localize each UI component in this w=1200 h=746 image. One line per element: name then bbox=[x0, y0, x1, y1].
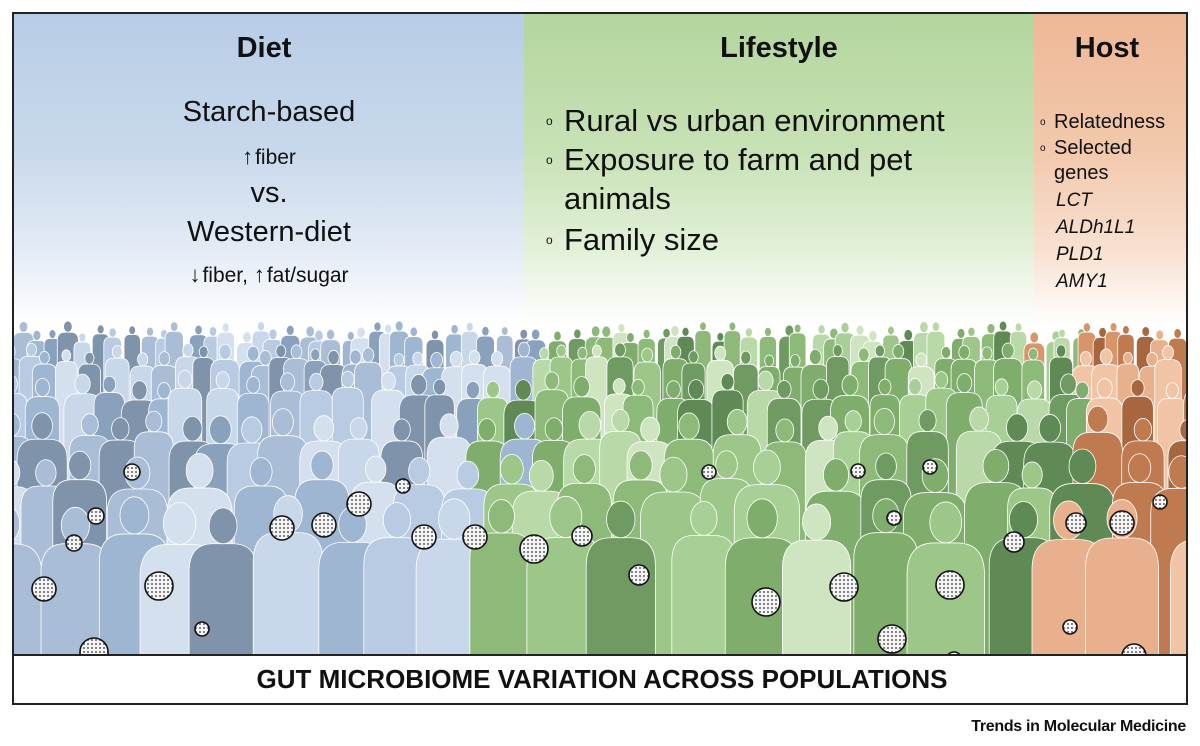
lifestyle-item: o Family size bbox=[546, 221, 720, 259]
diet-fiber-down-label: fiber, bbox=[202, 264, 248, 287]
microbe-circle-icon bbox=[411, 524, 437, 550]
gene-aldh1l1: ALDh1L1 bbox=[1056, 217, 1136, 238]
microbe-circle-icon bbox=[947, 651, 961, 654]
person-silhouette bbox=[469, 499, 534, 654]
gene-pld1: PLD1 bbox=[1056, 244, 1104, 265]
gene-amy1: AMY1 bbox=[1056, 271, 1108, 292]
microbe-circle-icon bbox=[1003, 531, 1025, 553]
crowd-illustration bbox=[14, 320, 1188, 654]
person-silhouette bbox=[1187, 351, 1188, 654]
person-silhouette bbox=[363, 502, 431, 654]
person-silhouette bbox=[40, 506, 111, 654]
microbe-circle-icon bbox=[311, 512, 337, 538]
lifestyle-item: o Exposure to farm and pet bbox=[546, 141, 913, 179]
microbe-circle-icon bbox=[123, 463, 141, 481]
host-item: o Selected bbox=[1040, 136, 1132, 161]
figure-caption: GUT MICROBIOME VARIATION ACROSS POPULATI… bbox=[14, 654, 1186, 703]
lifestyle-title: Lifestyle bbox=[720, 32, 838, 64]
microbe-circle-icon bbox=[31, 576, 57, 602]
person-silhouette bbox=[1170, 540, 1186, 654]
host-item: o Relatedness bbox=[1040, 110, 1166, 135]
host-item-continuation: genes bbox=[1054, 162, 1109, 184]
microbe-circle-icon bbox=[65, 534, 83, 552]
microbe-circle-icon bbox=[829, 572, 859, 602]
down-arrow-icon: ↓ bbox=[189, 262, 201, 287]
gene-lct: LCT bbox=[1056, 190, 1092, 211]
microbe-circle-icon bbox=[922, 459, 938, 475]
microbe-circle-icon bbox=[1062, 619, 1078, 635]
lifestyle-item-label: Rural vs urban environment bbox=[564, 103, 945, 138]
lifestyle-item-continuation: animals bbox=[564, 181, 671, 216]
microbe-circle-icon bbox=[87, 507, 105, 525]
diet-title: Diet bbox=[236, 32, 292, 64]
diet-fiber-label: fiber bbox=[255, 146, 296, 169]
microbe-circle-icon bbox=[571, 525, 593, 547]
person-silhouette bbox=[671, 500, 737, 654]
host-item-label: Relatedness bbox=[1054, 111, 1166, 133]
microbe-circle-icon bbox=[462, 524, 488, 550]
host-title: Host bbox=[1074, 32, 1140, 64]
microbe-circle-icon bbox=[877, 624, 907, 654]
bullet-icon: o bbox=[1040, 143, 1046, 154]
person-silhouette bbox=[1187, 327, 1188, 654]
crowd-people bbox=[14, 320, 1188, 654]
diet-panel: Diet Starch-based ↑fiber vs. Western-die… bbox=[14, 14, 524, 326]
microbe-circle-icon bbox=[701, 464, 717, 480]
bullet-icon: o bbox=[546, 153, 553, 167]
diet-fiber-fat: ↓fiber, ↑fat/sugar bbox=[14, 262, 524, 288]
microbe-circle-icon bbox=[79, 637, 109, 654]
microbe-circle-icon bbox=[144, 571, 174, 601]
microbe-circle-icon bbox=[886, 510, 902, 526]
journal-credit: Trends in Molecular Medicine bbox=[971, 718, 1186, 735]
diet-fiber-up: ↑fiber bbox=[14, 144, 524, 170]
figure-frame: Diet Starch-based ↑fiber vs. Western-die… bbox=[12, 12, 1188, 705]
bullet-icon: o bbox=[1040, 117, 1046, 128]
diet-vs: vs. bbox=[250, 177, 288, 209]
bullet-icon: o bbox=[546, 233, 553, 247]
microbiome-circles bbox=[31, 459, 1168, 654]
diet-starch-based: Starch-based bbox=[182, 96, 356, 128]
microbe-circle-icon bbox=[1121, 643, 1147, 654]
microbe-circle-icon bbox=[1065, 512, 1087, 534]
lifestyle-item-label: Exposure to farm and pet bbox=[564, 142, 913, 177]
lifestyle-item: o Rural vs urban environment bbox=[546, 102, 945, 140]
microbe-circle-icon bbox=[1152, 494, 1168, 510]
microbe-circle-icon bbox=[1109, 510, 1135, 536]
microbe-circle-icon bbox=[628, 564, 650, 586]
microbe-circle-icon bbox=[850, 463, 866, 479]
microbe-circle-icon bbox=[519, 534, 549, 564]
microbe-circle-icon bbox=[395, 478, 411, 494]
host-item-label: Selected bbox=[1054, 137, 1132, 159]
up-arrow-icon: ↑ bbox=[253, 262, 265, 287]
up-arrow-icon: ↑ bbox=[242, 144, 254, 169]
microbe-circle-icon bbox=[751, 587, 781, 617]
microbe-circle-icon bbox=[346, 491, 372, 517]
diet-western: Western-diet bbox=[187, 216, 351, 248]
microbe-circle-icon bbox=[269, 515, 295, 541]
bullet-icon: o bbox=[546, 114, 553, 128]
microbe-circle-icon bbox=[935, 570, 965, 600]
person-silhouette bbox=[782, 503, 852, 654]
lifestyle-item-label: Family size bbox=[564, 222, 720, 257]
diet-fat-sugar-label: fat/sugar bbox=[266, 264, 349, 287]
microbe-circle-icon bbox=[194, 621, 210, 637]
